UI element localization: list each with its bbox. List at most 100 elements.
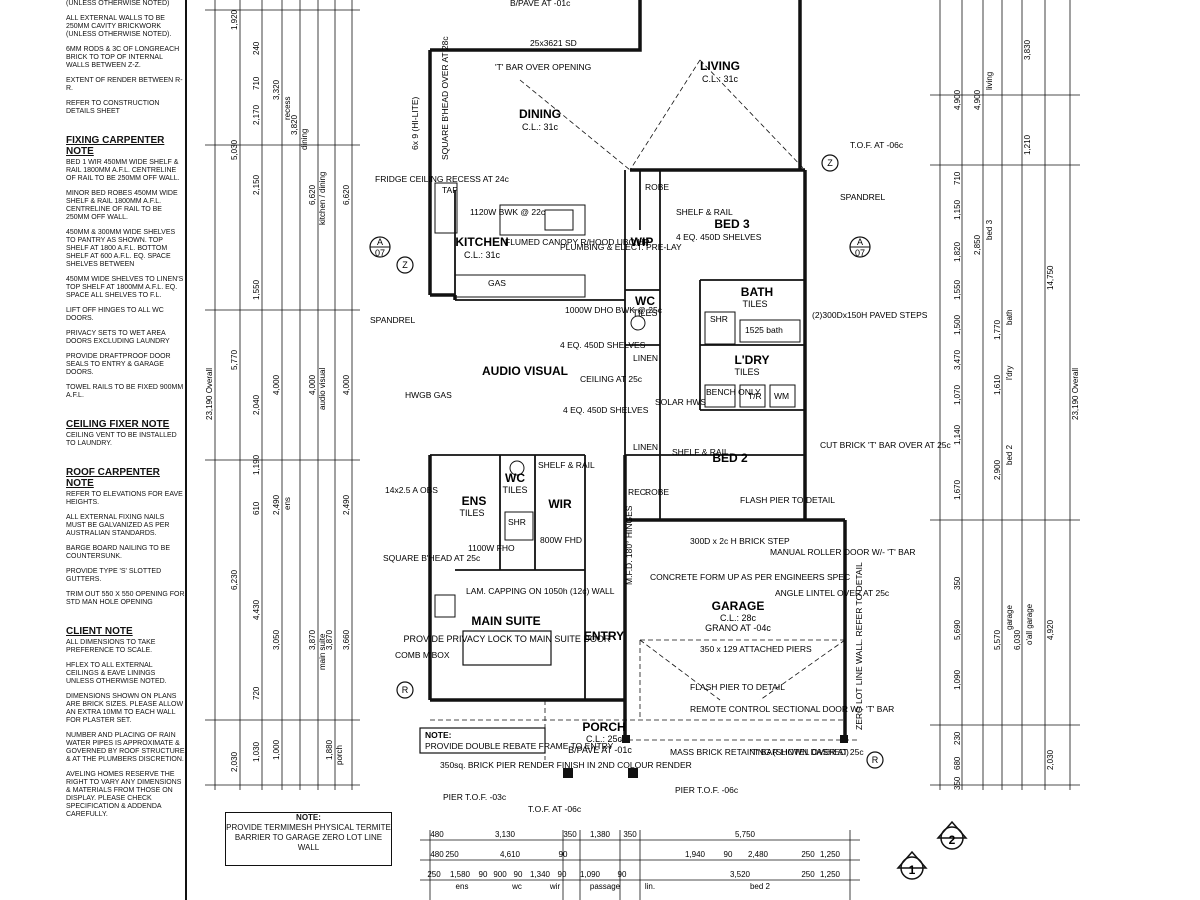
left-overall-dim: 23,190 Overall bbox=[205, 368, 214, 420]
sd-top-label: 25x3621 SD bbox=[530, 38, 577, 48]
room-porch: PORCH bbox=[582, 720, 625, 734]
ceiling-25-label: CEILING AT 25c bbox=[580, 374, 643, 384]
left-dim-3: 6,620 bbox=[308, 184, 317, 205]
tof-label: T.O.F. AT -06c bbox=[850, 140, 904, 150]
left-dim: 6,230 bbox=[230, 569, 239, 590]
bottom-room-name: passage bbox=[590, 882, 621, 891]
general-note: EXTENT OF RENDER BETWEEN R-R. bbox=[66, 77, 183, 92]
piers-label: 350 x 129 ATTACHED PIERS bbox=[700, 644, 812, 654]
left-dim-2: 4,430 bbox=[252, 599, 261, 620]
right-room-name: garage bbox=[1005, 605, 1014, 630]
right-dim-2: 2,850 bbox=[973, 234, 982, 255]
right-dim: 1,140 bbox=[953, 424, 962, 445]
living-ceiling: C.L.: 31c bbox=[702, 74, 739, 84]
tap-label: TAP bbox=[442, 185, 458, 195]
bottom-dimension-lines bbox=[420, 830, 860, 900]
bottom-dim-2: 250 bbox=[445, 850, 459, 859]
room-audio-visual: AUDIO VISUAL bbox=[482, 364, 568, 378]
left-dim-3: 3,820 bbox=[290, 114, 299, 135]
right-dim: 1,500 bbox=[953, 314, 962, 335]
tof-label-bottom: T.O.F. AT -06c bbox=[528, 804, 582, 814]
left-dim-2: 240 bbox=[252, 41, 261, 55]
fridge-label: FRIDGE CEILING RECESS AT 24c bbox=[375, 174, 510, 184]
double-rebate-title: NOTE: bbox=[425, 730, 452, 740]
concrete-label: CONCRETE FORM UP AS PER ENGINEERS SPEC bbox=[650, 572, 850, 582]
shelves-label-2: 4 EQ. 450D SHELVES bbox=[563, 405, 649, 415]
comb-mbox-label: COMB M'BOX bbox=[395, 650, 450, 660]
fixing-note: MINOR BED ROBES 450mm WIDE SHELF & RAIL … bbox=[66, 190, 178, 221]
section-sheet: 07 bbox=[375, 248, 385, 258]
general-note: 6MM RODS & 3c OF LONGREACH BRICK TO TOP … bbox=[66, 46, 180, 69]
kitchen-appliance-label: 1120W BWK @ 22c bbox=[470, 207, 546, 217]
right-room-name: o'all garage bbox=[1025, 603, 1034, 645]
robe-label: ROBE bbox=[645, 182, 669, 192]
right-dim: 3,470 bbox=[953, 349, 962, 370]
right-room-name: bath bbox=[1005, 309, 1014, 325]
z-label: Z bbox=[402, 260, 408, 270]
bottom-dim-2: 90 bbox=[559, 850, 568, 859]
spandrel-label-1: SPANDREL bbox=[370, 315, 415, 325]
right-room-name: bed 2 bbox=[1005, 444, 1014, 465]
right-dim-2: 2,900 bbox=[993, 459, 1002, 480]
r-marker bbox=[396, 681, 414, 699]
linen-label-2: LINEN bbox=[633, 442, 658, 452]
cut-brick-label: CUT BRICK 'T' BAR OVER AT 25c bbox=[820, 440, 952, 450]
brick-step-label: 300D x 2c H BRICK STEP bbox=[690, 536, 790, 546]
client-note: AVELING HOMES RESERVE THE RIGHT TO VARY … bbox=[66, 771, 182, 818]
left-dim-2: 2,150 bbox=[252, 174, 261, 195]
right-dim: 4,900 bbox=[953, 89, 962, 110]
room-garage: GARAGE bbox=[712, 599, 765, 613]
room-ensuite: ENS bbox=[462, 494, 487, 508]
r-label: R bbox=[402, 685, 409, 695]
left-room-name: porch bbox=[335, 745, 344, 765]
fho-label-1: 1100W FHO bbox=[468, 543, 515, 553]
roof-carpenter-notes: ROOF CARPENTER NOTE REFER TO ELEVATIONS … bbox=[60, 467, 185, 620]
ensuite-tiles: TILES bbox=[459, 508, 484, 518]
room-labels: DINING C.L.: 31c LIVING C.L.: 31c KITCHE… bbox=[455, 59, 773, 755]
room-entry: ENTRY bbox=[584, 629, 624, 643]
bath-size-label: 1525 bath bbox=[745, 325, 783, 335]
left-dimension-lines bbox=[205, 0, 360, 790]
shelves-label-1: 4 EQ. 450D SHELVES bbox=[560, 340, 646, 350]
right-dim: 1,150 bbox=[953, 199, 962, 220]
wm-label: WM bbox=[774, 391, 789, 401]
bottom-dim-3: 250 bbox=[801, 870, 815, 879]
room-bath: BATH bbox=[741, 285, 773, 299]
mass-brick-label: MASS BRICK RETAINING (SHOWN DASHED) bbox=[670, 747, 849, 757]
right-overall-dim: 23,190 Overall bbox=[1071, 368, 1080, 420]
bottom-dimension-texts: 480 3,130 350 1,380 350 5,750 480 250 4,… bbox=[427, 830, 840, 891]
tr-label: T/R bbox=[748, 391, 762, 401]
left-dim-3: 6,620 bbox=[342, 184, 351, 205]
bottom-dim-2: 250 bbox=[801, 850, 815, 859]
left-dim-2: 610 bbox=[252, 501, 261, 515]
right-dim: 680 bbox=[953, 756, 962, 770]
left-dim: 5,030 bbox=[230, 139, 239, 160]
hinges-label: M.F.D. 180° HINGES bbox=[624, 505, 634, 585]
bottom-room-name: lin. bbox=[645, 882, 655, 891]
right-dim: 230 bbox=[953, 731, 962, 745]
garage-ceiling: C.L.: 28c bbox=[720, 613, 757, 623]
rec-label: REC. bbox=[628, 487, 648, 497]
plan-annotations: 'T' BAR OVER OPENING 25x3621 SD B/PAVE A… bbox=[370, 0, 952, 814]
ceiling-title: CEILING FIXER NOTE bbox=[66, 419, 170, 430]
left-dim-3: 3,870 bbox=[308, 629, 317, 650]
bottom-dim-3: 1,340 bbox=[530, 870, 551, 879]
bpave-top-label: B/PAVE AT -01c bbox=[510, 0, 571, 8]
bottom-dim: 350 bbox=[623, 830, 637, 839]
left-dim-2: 710 bbox=[252, 76, 261, 90]
brick-pier-label: 350sq. BRICK PIER RENDER FINISH IN 2ND C… bbox=[440, 760, 692, 770]
bottom-dim-2: 1,940 bbox=[685, 850, 706, 859]
section-letter: A bbox=[377, 237, 383, 247]
shower-label: SHR bbox=[710, 314, 728, 324]
left-dim-3: 1,000 bbox=[272, 739, 281, 760]
fixing-note: 450mm & 300mm WIDE SHELVES TO PANTRY AS … bbox=[66, 229, 176, 268]
left-dim-2: 2,170 bbox=[252, 104, 261, 125]
lam-capping-label: LAM. CAPPING ON 1050h (12c) WALL bbox=[466, 586, 615, 596]
bottom-dim: 1,380 bbox=[590, 830, 611, 839]
left-dim-2: 2,040 bbox=[252, 394, 261, 415]
bench-label: BENCH ONLY bbox=[706, 387, 761, 397]
roof-note: BARGE BOARD NAILING TO BE COUNTERSUNK. bbox=[66, 545, 170, 560]
general-note: REFER TO CONSTRUCTION DETAILS SHEET bbox=[66, 100, 160, 115]
shelves-label-3: 4 EQ. 450D SHELVES bbox=[676, 232, 762, 242]
